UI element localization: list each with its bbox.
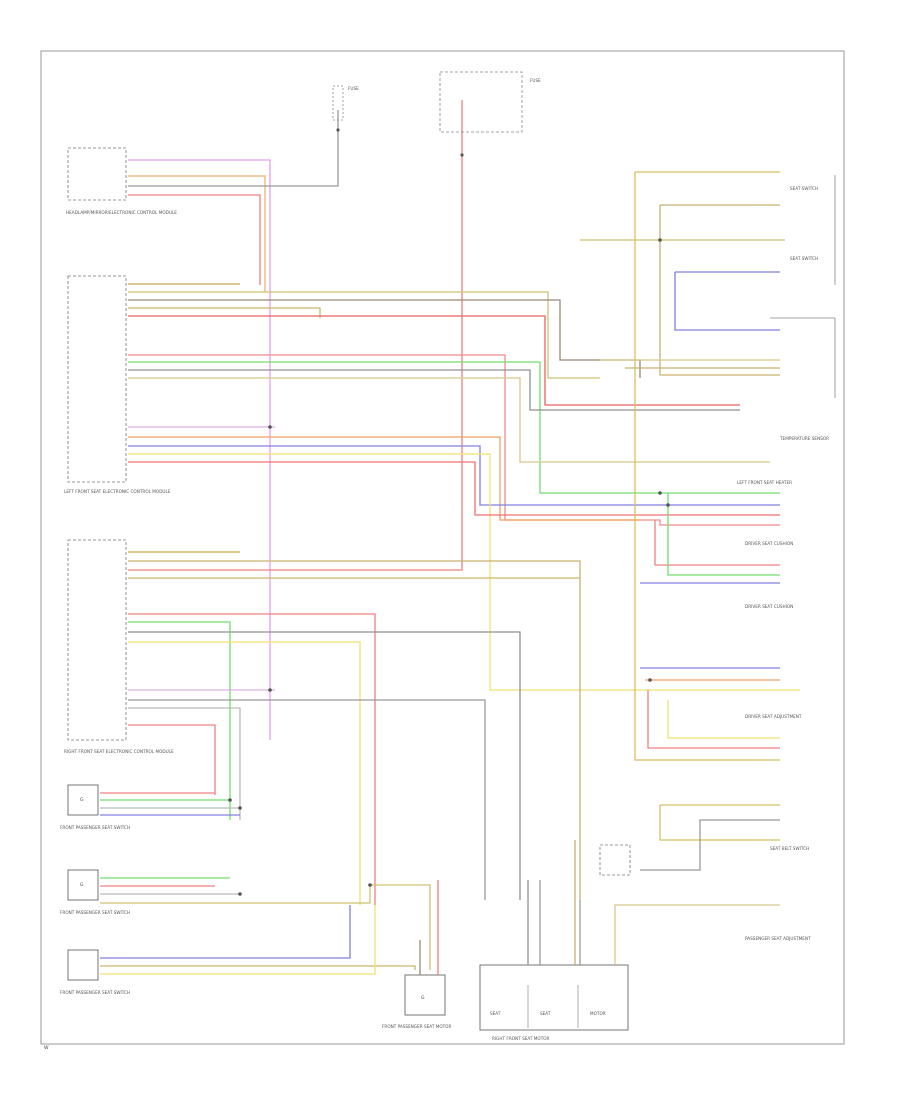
footer-code: W xyxy=(44,1045,49,1051)
wire-yellow-292 xyxy=(128,291,600,379)
splice-10 xyxy=(648,678,652,682)
seat-motor-sub-1: SEAT xyxy=(490,1011,501,1016)
wire-red-725 xyxy=(128,724,216,795)
splice-8 xyxy=(658,238,662,242)
fuse-top-left-label: FUSE xyxy=(348,86,359,91)
wire-rt-575 xyxy=(667,493,780,576)
fuse-right-box xyxy=(439,71,523,133)
seat-belt-switch-label: SEAT BELT SWITCH xyxy=(770,846,809,851)
seat-switch-rt-2-label: SEAT SWITCH xyxy=(790,256,818,261)
wire-rt-vert xyxy=(634,172,780,761)
wire-yellow-642 xyxy=(128,641,361,905)
temperature-sensor-label: TEMPERATURE SENSOR xyxy=(779,436,829,441)
wire-rsm-5 xyxy=(614,904,780,965)
ecu-upper-left-label: HEADLAMP/MIRROR/ELECTRONIC CONTROL MODUL… xyxy=(66,210,177,215)
wire-yellow-454 xyxy=(128,453,800,691)
left-front-seat-module-label: LEFT FRONT SEAT ELECTRONIC CONTROL MODUL… xyxy=(64,489,171,494)
wire-red-upper xyxy=(128,194,261,285)
passenger-seat-switch-3-box xyxy=(67,949,99,981)
wire-ylw-308 xyxy=(128,307,321,318)
seat-switch-rt-1-label: SEAT SWITCH xyxy=(790,186,818,191)
right-front-seat-motor-box xyxy=(479,964,629,1031)
wire-rt-738 xyxy=(667,700,780,739)
seat-motor-sub-2: SEAT xyxy=(540,1011,551,1016)
wire-lgrey-708 xyxy=(128,707,241,820)
wire-grey-370 xyxy=(128,369,740,411)
wire-grey-700 xyxy=(128,699,486,900)
left-front-seat-heater-label: LEFT FRONT SEAT HEATER xyxy=(737,480,792,485)
wire-tan-378 xyxy=(128,377,770,463)
wire-sw3-blue xyxy=(100,905,351,959)
right-front-seat-module-label: RIGHT FRONT SEAT ELECTRONIC CONTROL MODU… xyxy=(64,749,174,754)
wire-orange-upper xyxy=(128,175,266,292)
wire-sw3-ylw xyxy=(100,965,416,970)
motor-ground: G xyxy=(421,995,425,1001)
wire-tan-561 xyxy=(128,560,581,900)
passenger-seat-switch-1-label: FRONT PASSENGER SEAT SWITCH xyxy=(60,825,130,830)
right-front-seat-module-box xyxy=(67,539,127,741)
connector-dots xyxy=(228,128,670,896)
seat-motor-sub-3: MOTOR xyxy=(590,1011,606,1016)
passenger-seat-motor-box xyxy=(404,974,446,1016)
switch-2-ground: G xyxy=(80,882,84,888)
wire-rt-840 xyxy=(659,805,780,841)
driver-seat-adjustment-label: DRIVER SEAT ADJUSTMENT xyxy=(745,714,802,719)
splice-9 xyxy=(368,883,372,887)
passenger-seat-motor-label: FRONT PASSENGER SEAT MOTOR xyxy=(382,1024,451,1029)
fuse-left-box xyxy=(332,85,344,121)
wire-rt-870 xyxy=(640,819,780,871)
passenger-seat-switch-2-box xyxy=(67,869,99,901)
splice-4 xyxy=(228,798,232,802)
fuse-top-right-label: FUSE xyxy=(530,78,541,83)
wire-brn-300 xyxy=(128,299,641,378)
passenger-seat-switch-1-box xyxy=(67,784,99,816)
wire-red-316 xyxy=(128,315,740,406)
wire-sw2-tan xyxy=(100,884,431,970)
wire-grey-fuse xyxy=(128,110,339,187)
wire-red-614 xyxy=(128,613,376,905)
wire-blue-446 xyxy=(128,445,780,506)
switch-1-ground: G xyxy=(80,797,84,803)
wire-red-feed xyxy=(128,100,463,571)
driver-seat-cushion-2-label: DRIVER SEAT CUSHION xyxy=(745,604,793,609)
driver-seat-cushion-1-label: DRIVER SEAT CUSHION xyxy=(745,541,793,546)
cushion-sensor-box xyxy=(599,844,631,876)
passenger-seat-switch-3-label: FRONT PASSENGER SEAT SWITCH xyxy=(60,990,130,995)
fuse-left-node xyxy=(336,128,340,132)
wire-rt-748 xyxy=(647,690,780,749)
wire-orange-437 xyxy=(128,436,640,521)
splice-1 xyxy=(268,425,272,429)
wire-rt-565 xyxy=(654,520,780,566)
wire-group xyxy=(100,100,800,975)
splice-3 xyxy=(238,806,242,810)
right-front-seat-motor-label: RIGHT FRONT SEAT MOTOR xyxy=(492,1036,550,1041)
splice-2 xyxy=(268,688,272,692)
splice-7 xyxy=(666,503,670,507)
fuse-right-node xyxy=(460,153,464,157)
wire-green-622 xyxy=(128,621,231,820)
wire-red-462 xyxy=(128,461,780,516)
diagram-frame xyxy=(40,50,845,1045)
wire-sw3-yellow xyxy=(100,905,376,975)
left-front-seat-module-box xyxy=(67,275,127,483)
splice-5 xyxy=(238,892,242,896)
passenger-seat-adjustment-label: PASSENGER SEAT ADJUSTMENT xyxy=(745,936,811,941)
splice-6 xyxy=(658,491,662,495)
wire-violet-main xyxy=(128,159,271,740)
ecu-upper-left-box xyxy=(67,147,127,201)
passenger-seat-switch-2-label: FRONT PASSENGER SEAT SWITCH xyxy=(60,910,130,915)
wire-red-355 xyxy=(128,354,780,526)
wire-grey-632 xyxy=(128,631,521,900)
wire-rt-vert3 xyxy=(674,272,780,331)
wire-rt-vert2 xyxy=(659,205,780,376)
